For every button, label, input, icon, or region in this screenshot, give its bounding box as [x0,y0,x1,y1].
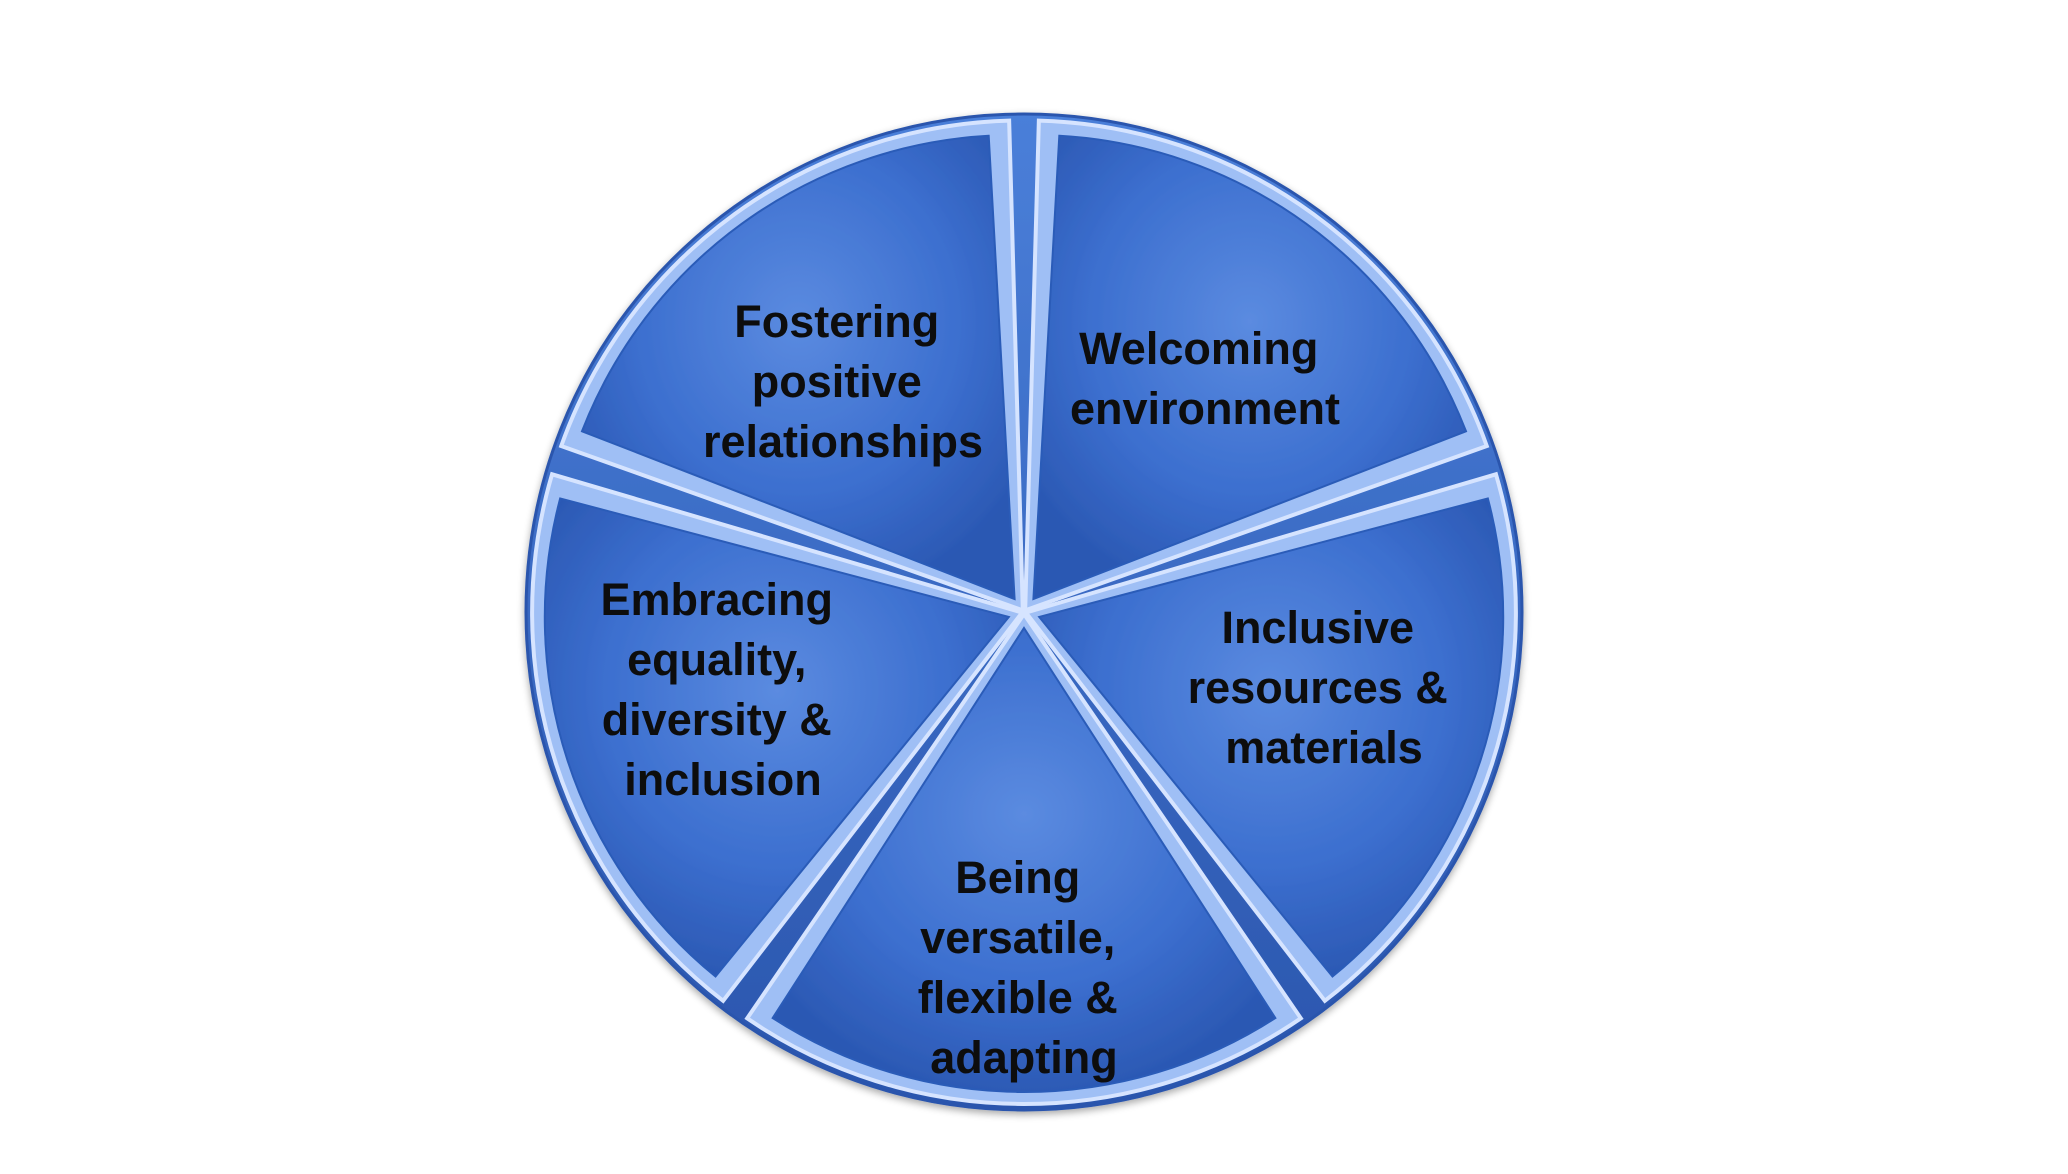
pie-segment-fostering [558,118,1025,614]
segment-face [580,134,1016,601]
segment-label-welcoming: Welcoming environment [1070,323,1340,434]
segment-line: resources & [1188,662,1448,713]
segment-line: versatile, [920,912,1115,963]
segment-label-inclusive: Inclusive resources & materials [1188,602,1461,773]
segment-line: environment [1070,383,1340,434]
segment-label-embracing: Embracing equality, diversity & inclusio… [600,574,845,805]
segment-line: materials [1225,722,1423,773]
pie-diagram [524,112,1524,1112]
segment-face [1032,134,1468,601]
segment-line: relationships [703,416,983,467]
pie-segments [530,118,1518,1107]
pie-segment-inclusive [1022,471,1518,1004]
pie-segment-versatile [744,610,1304,1107]
pie-segment-embracing [530,471,1026,1004]
segment-line: Being [955,852,1080,903]
segment-face [771,626,1277,1093]
segment-label-fostering: Fostering positive relationships [703,296,983,467]
segment-label-versatile: Being versatile, flexible & adapting [918,852,1131,1083]
segment-face [1037,497,1505,978]
pie-segment-welcoming [1023,118,1490,614]
segment-line: Embracing [600,574,833,625]
segment-line: Welcoming [1079,323,1318,374]
segment-line: flexible & [918,972,1118,1023]
segment-face [543,497,1011,978]
segment-line: diversity & [602,694,832,745]
segment-labels: Welcoming environment Inclusive resource… [600,296,1461,1083]
segment-line: adapting [930,1032,1118,1083]
segment-line: Fostering [734,296,939,347]
segment-line: Inclusive [1221,602,1414,653]
segment-line: positive [752,356,922,407]
segment-line: equality, [627,634,806,685]
segment-line: inclusion [624,754,822,805]
